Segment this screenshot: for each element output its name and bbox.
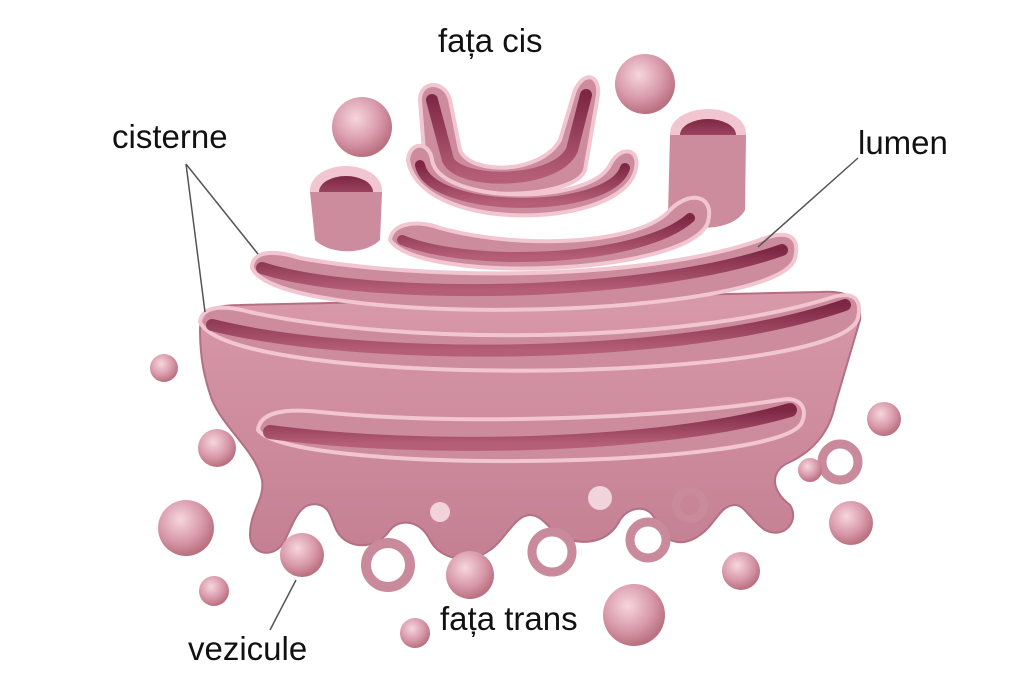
budding-vesicle — [798, 458, 822, 482]
free-vesicles — [150, 54, 901, 648]
leader-lines — [185, 157, 859, 631]
budding-vesicle — [527, 527, 577, 577]
trans-face-label: fața trans — [440, 600, 578, 637]
vesicle — [158, 500, 214, 556]
vesicle — [400, 618, 430, 648]
budding-vesicle — [280, 533, 324, 577]
leader-cisterne-a — [185, 163, 259, 255]
leader-cisterne-b — [185, 163, 206, 313]
lumen-label: lumen — [858, 124, 948, 161]
vesicle — [603, 584, 665, 646]
vesicles-label: vezicule — [188, 630, 308, 667]
budding-vesicle — [430, 502, 450, 522]
vesicle — [198, 429, 236, 467]
budding-vesicle — [625, 517, 671, 563]
vesicle — [722, 552, 760, 590]
cisternae-label: cisterne — [112, 118, 228, 155]
budding-vesicle — [588, 486, 612, 510]
vesicle — [817, 439, 863, 485]
vesicle — [150, 354, 178, 382]
vesicle — [332, 97, 392, 157]
cis-face-label: fața cis — [438, 22, 543, 59]
vesicle — [867, 402, 901, 436]
leader-lumen — [757, 157, 859, 248]
leader-vezicule — [269, 579, 297, 631]
budding-vesicle — [672, 487, 708, 523]
vesicle — [199, 576, 229, 606]
cisternae — [197, 75, 861, 464]
vesicle — [829, 501, 873, 545]
vesicle — [615, 54, 675, 114]
budding-vesicle — [446, 551, 494, 599]
budding-vesicle — [361, 538, 415, 592]
